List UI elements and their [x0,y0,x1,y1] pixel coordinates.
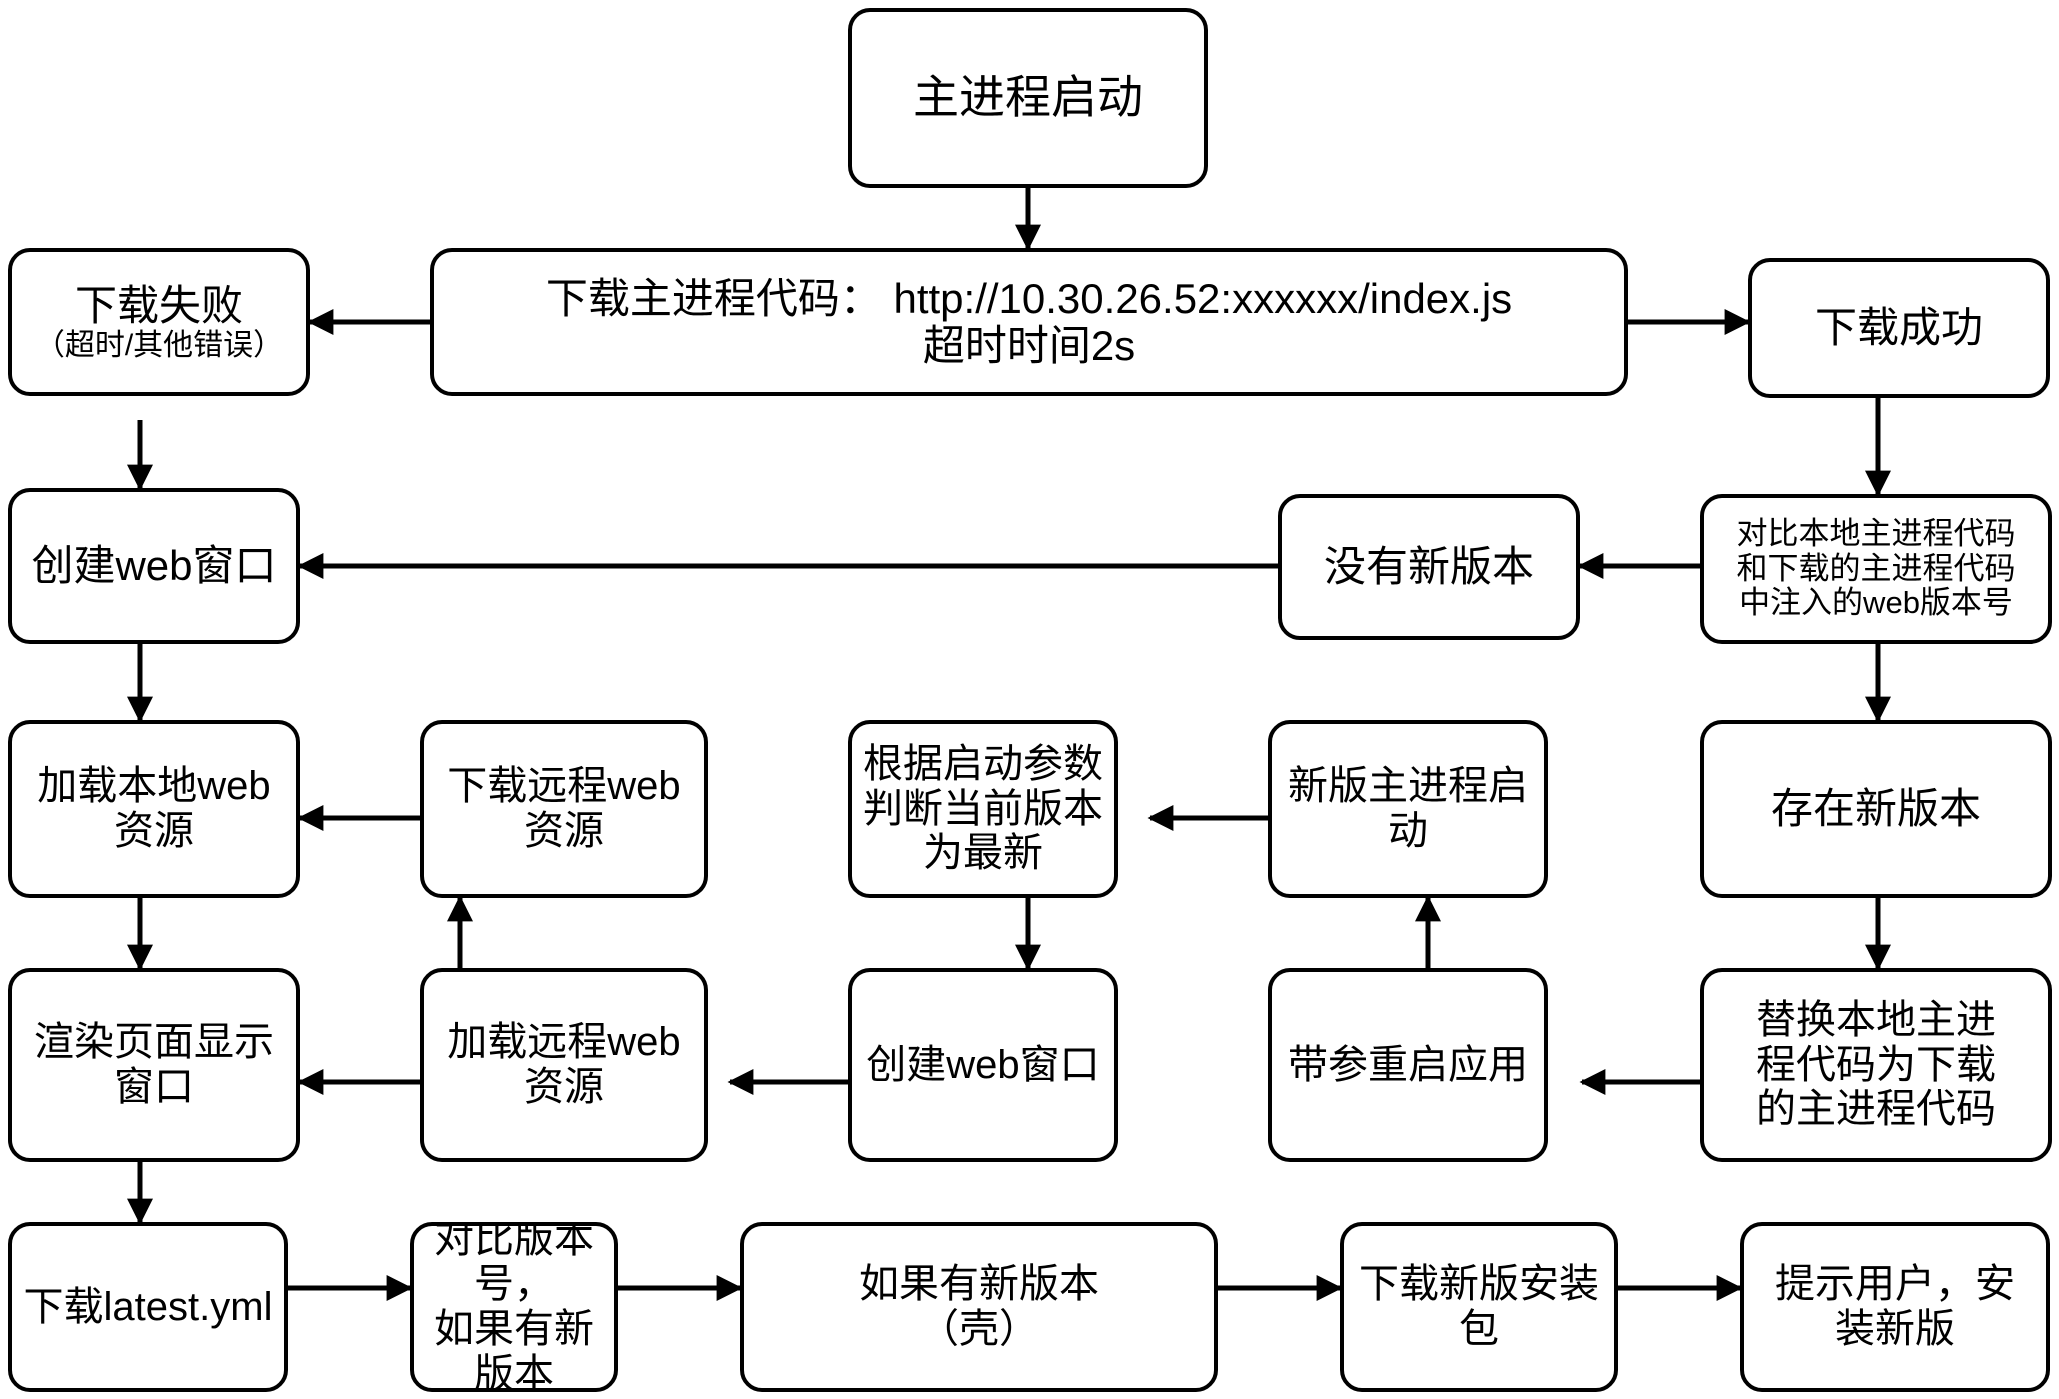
node-label: 下载成功 [1814,304,1983,352]
node-label: 下载失败 [74,281,243,329]
node-main-process-start[interactable]: 主进程启动 [848,8,1208,188]
node-prompt-user-install[interactable]: 提示用户，安 装新版 [1740,1222,2050,1392]
node-download-success[interactable]: 下载成功 [1748,258,2050,398]
node-no-new-version[interactable]: 没有新版本 [1278,494,1580,640]
node-label: 加载远程web 资源 [447,1020,681,1109]
node-label: 提示用户，安 装新版 [1775,1262,2015,1351]
node-download-latest-yml[interactable]: 下载latest.yml [8,1222,288,1392]
node-judge-version-latest[interactable]: 根据启动参数 判断当前版本 为最新 [848,720,1118,898]
node-new-main-process-start[interactable]: 新版主进程启 动 [1268,720,1548,898]
node-download-new-installer[interactable]: 下载新版安装 包 [1340,1222,1618,1392]
node-label: 替换本地主进 程代码为下载 的主进程代码 [1756,997,1996,1132]
node-label: 根据启动参数 判断当前版本 为最新 [863,741,1103,876]
node-label: 创建web窗口 [866,1042,1100,1087]
node-label: 加载本地web 资源 [37,764,271,853]
node-label: 下载远程web 资源 [447,764,681,853]
node-label: 没有新版本 [1323,543,1534,591]
node-has-new-version[interactable]: 存在新版本 [1700,720,2052,898]
node-download-failed[interactable]: 下载失败 （超时/其他错误） [8,248,310,396]
node-label: 带参重启应用 [1288,1042,1528,1087]
node-restart-app-with-args[interactable]: 带参重启应用 [1268,968,1548,1162]
node-render-page-window[interactable]: 渲染页面显示 窗口 [8,968,300,1162]
node-load-local-web-res[interactable]: 加载本地web 资源 [8,720,300,898]
node-download-main-code[interactable]: 下载主进程代码： http://10.30.26.52:xxxxxx/index… [430,248,1628,396]
node-compare-version-number[interactable]: 对比版本号， 如果有新版本 [410,1222,618,1392]
node-label: 下载主进程代码： http://10.30.26.52:xxxxxx/index… [545,274,1513,369]
node-label: 新版主进程启 动 [1288,764,1528,853]
node-create-web-window-1[interactable]: 创建web窗口 [8,488,300,644]
node-compare-web-version[interactable]: 对比本地主进程代码 和下载的主进程代码 中注入的web版本号 [1700,494,2052,644]
node-load-remote-web-res[interactable]: 加载远程web 资源 [420,968,708,1162]
node-label: 下载新版安装 包 [1359,1262,1599,1351]
node-if-new-shell-version[interactable]: 如果有新版本 （壳） [740,1222,1218,1392]
node-label: 对比版本号， 如果有新版本 [434,1222,594,1392]
node-sublabel: （超时/其他错误） [34,328,284,362]
node-label: 主进程启动 [913,71,1143,124]
node-label: 对比本地主进程代码 和下载的主进程代码 中注入的web版本号 [1736,515,2016,621]
node-label: 渲染页面显示 窗口 [34,1020,274,1109]
node-label: 创建web窗口 [31,542,277,590]
node-replace-local-main-code[interactable]: 替换本地主进 程代码为下载 的主进程代码 [1700,968,2052,1162]
node-label: 如果有新版本 （壳） [859,1262,1099,1351]
node-label: 存在新版本 [1770,785,1981,833]
node-download-remote-web-res[interactable]: 下载远程web 资源 [420,720,708,898]
node-label: 下载latest.yml [23,1284,273,1329]
node-create-web-window-2[interactable]: 创建web窗口 [848,968,1118,1162]
